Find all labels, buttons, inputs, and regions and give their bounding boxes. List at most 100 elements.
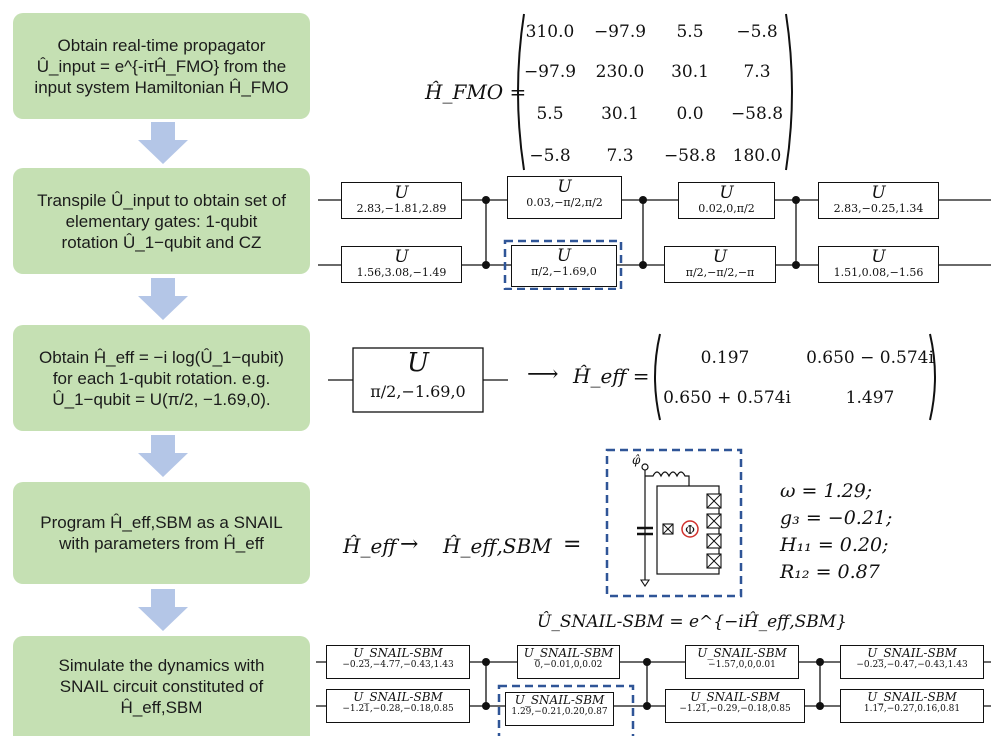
param-r12: R₁₂ = 0.87 <box>780 561 880 583</box>
step-2-line-1: Transpile Û_input to obtain set of <box>37 190 286 210</box>
gate-symbol: U_SNAIL-SBM <box>353 690 443 704</box>
snail-rhs: Ĥ_eff,SBM <box>443 534 552 558</box>
snail-arrow: → <box>400 532 419 557</box>
gate-params: −1.21,−0.29,−0.18,0.85 <box>679 704 791 714</box>
gate-symbol: U <box>394 183 409 203</box>
gate-symbol: U <box>556 246 572 266</box>
down-arrow-icon <box>138 278 188 320</box>
gate-params: 0.03,−π/2,π/2 <box>526 196 603 209</box>
gate-params: 1.51,0.08,−1.56 <box>833 266 924 279</box>
gate-symbol: U_SNAIL-SBM <box>867 690 957 704</box>
fmo-cell: −58.8 <box>663 146 717 166</box>
heff-label: Ĥ_eff = <box>573 364 650 388</box>
gate-symbol: U <box>394 247 409 267</box>
gate-box: U_SNAIL-SBM−1.21,−0.29,−0.18,0.85 <box>665 689 805 723</box>
gate-symbol: U_SNAIL-SBM <box>867 646 957 660</box>
gate-params: 1.56,3.08,−1.49 <box>356 266 447 279</box>
fmo-cell: 310.0 <box>525 22 575 42</box>
step-2-line-3: rotation Û_1−qubit and CZ <box>61 232 262 252</box>
snail-parameters: ω = 1.29; g₃ = −0.21; H₁₁ = 0.20; R₁₂ = … <box>780 478 892 586</box>
step-box-2: Transpile Û_input to obtain set of eleme… <box>13 168 310 274</box>
gate-params: 1.29,−0.21,0.20,0.87 <box>511 707 608 717</box>
heff-arrow: ⟶ <box>527 362 559 387</box>
step-1-line-3: input system Hamiltonian Ĥ_FMO <box>34 77 289 97</box>
usnail-equation: Û_SNAIL-SBM = e^{−iĤ_eff,SBM} <box>537 612 847 632</box>
step-box-5: Simulate the dynamics with SNAIL circuit… <box>13 636 310 736</box>
gate-params: 0.02,0,π/2 <box>698 202 755 215</box>
step-1-line-2: Û_input = e^{-iτĤ_FMO} from the <box>36 56 287 76</box>
step-4-line-1: Program Ĥ_eff,SBM as a SNAIL <box>40 513 283 532</box>
fmo-label: Ĥ_FMO = <box>425 80 527 104</box>
gate-box: U_SNAIL-SBM−1.21,−0.28,−0.18,0.85 <box>326 689 470 723</box>
step-2-line-2: elementary gates: 1-qubit <box>65 211 258 231</box>
step-box-1: Obtain real-time propagator Û_input = e^… <box>13 13 310 119</box>
flux-symbol: Φ <box>685 523 695 537</box>
gate-symbol: U <box>871 183 886 203</box>
gate-symbol: U <box>712 247 728 267</box>
param-g3: g₃ = −0.21; <box>780 507 893 529</box>
step-5-line-1: Simulate the dynamics with <box>58 655 265 675</box>
heff-m11: 1.497 <box>845 388 895 408</box>
down-arrow-icon <box>138 122 188 164</box>
gate-params: π/2,−1.69,0 <box>531 265 597 278</box>
gate-symbol: U_SNAIL-SBM <box>353 646 443 660</box>
fmo-cell: 230.0 <box>595 62 645 82</box>
gate-box: U_SNAIL-SBM−0.23,−4.77,−0.43,1.43 <box>326 645 470 679</box>
gate-params: −0.23,−0.47,−0.43,1.43 <box>856 660 968 670</box>
gate-symbol: U_SNAIL-SBM <box>514 693 605 707</box>
heff-matrix-brackets <box>654 333 936 421</box>
gate-params: 2.83,−0.25,1.34 <box>833 202 924 215</box>
fmo-cell: −5.8 <box>736 22 778 42</box>
step-1-line-1: Obtain real-time propagator <box>57 35 266 55</box>
fmo-cell: 30.1 <box>601 104 639 124</box>
heff-gate-symbol: U <box>407 348 429 378</box>
down-arrow-icon <box>138 589 188 631</box>
snail-lhs: Ĥ_eff <box>343 534 397 558</box>
fmo-cell: −97.9 <box>523 62 577 82</box>
gate-symbol: U <box>719 183 734 203</box>
gate-params: −1.57,0,0,0.01 <box>708 660 776 670</box>
step-3-line-1: Obtain Ĥ_eff = −i log(Û_1−qubit) <box>39 347 284 367</box>
param-h11: H₁₁ = 0.20; <box>780 534 889 556</box>
snail-equals: = <box>563 532 582 557</box>
fmo-cell: 30.1 <box>671 62 709 82</box>
snail-circuit-diagram: Φ φ̂ <box>605 448 743 598</box>
step-3-line-3: Û_1−qubit = U(π/2, −1.69,0). <box>52 389 271 409</box>
gate-params: 2.83,−1.81,2.89 <box>356 202 447 215</box>
heff-m10: 0.650 + 0.574i <box>663 388 791 408</box>
gate-params: π/2,−π/2,−π <box>685 266 755 279</box>
fmo-cell: −5.8 <box>529 146 571 166</box>
gate-symbol: U <box>557 177 572 197</box>
gate-box: U_SNAIL-SBM−0.23,−0.47,−0.43,1.43 <box>840 645 984 679</box>
heff-m00: 0.197 <box>700 348 750 368</box>
fmo-cell: 7.3 <box>606 146 634 166</box>
step-4-line-2: with parameters from Ĥ_eff <box>59 534 264 553</box>
fmo-cell: −97.9 <box>593 22 647 42</box>
gate-params: 0,−0.01,0,0.02 <box>534 660 603 670</box>
gate-params: 1.17,−0.27,0.16,0.81 <box>863 704 961 714</box>
step-box-4: Program Ĥ_eff,SBM as a SNAIL with parame… <box>13 482 310 584</box>
step-5-line-2: SNAIL circuit constituted of <box>59 676 264 696</box>
down-arrow-icon <box>138 435 188 477</box>
gate-symbol: U_SNAIL-SBM <box>697 646 787 660</box>
fmo-matrix-brackets <box>517 13 793 171</box>
heff-gate-params: π/2,−1.69,0 <box>370 382 466 401</box>
param-omega: ω = 1.29; <box>780 480 873 502</box>
phi-node-label: φ̂ <box>632 453 641 467</box>
step-box-3: Obtain Ĥ_eff = −i log(Û_1−qubit) for eac… <box>13 325 310 431</box>
fmo-cell: −58.8 <box>730 104 784 124</box>
fmo-cell: 0.0 <box>676 104 704 124</box>
gate-symbol: U_SNAIL-SBM <box>690 690 780 704</box>
gate-symbol: U_SNAIL-SBM <box>523 646 614 660</box>
